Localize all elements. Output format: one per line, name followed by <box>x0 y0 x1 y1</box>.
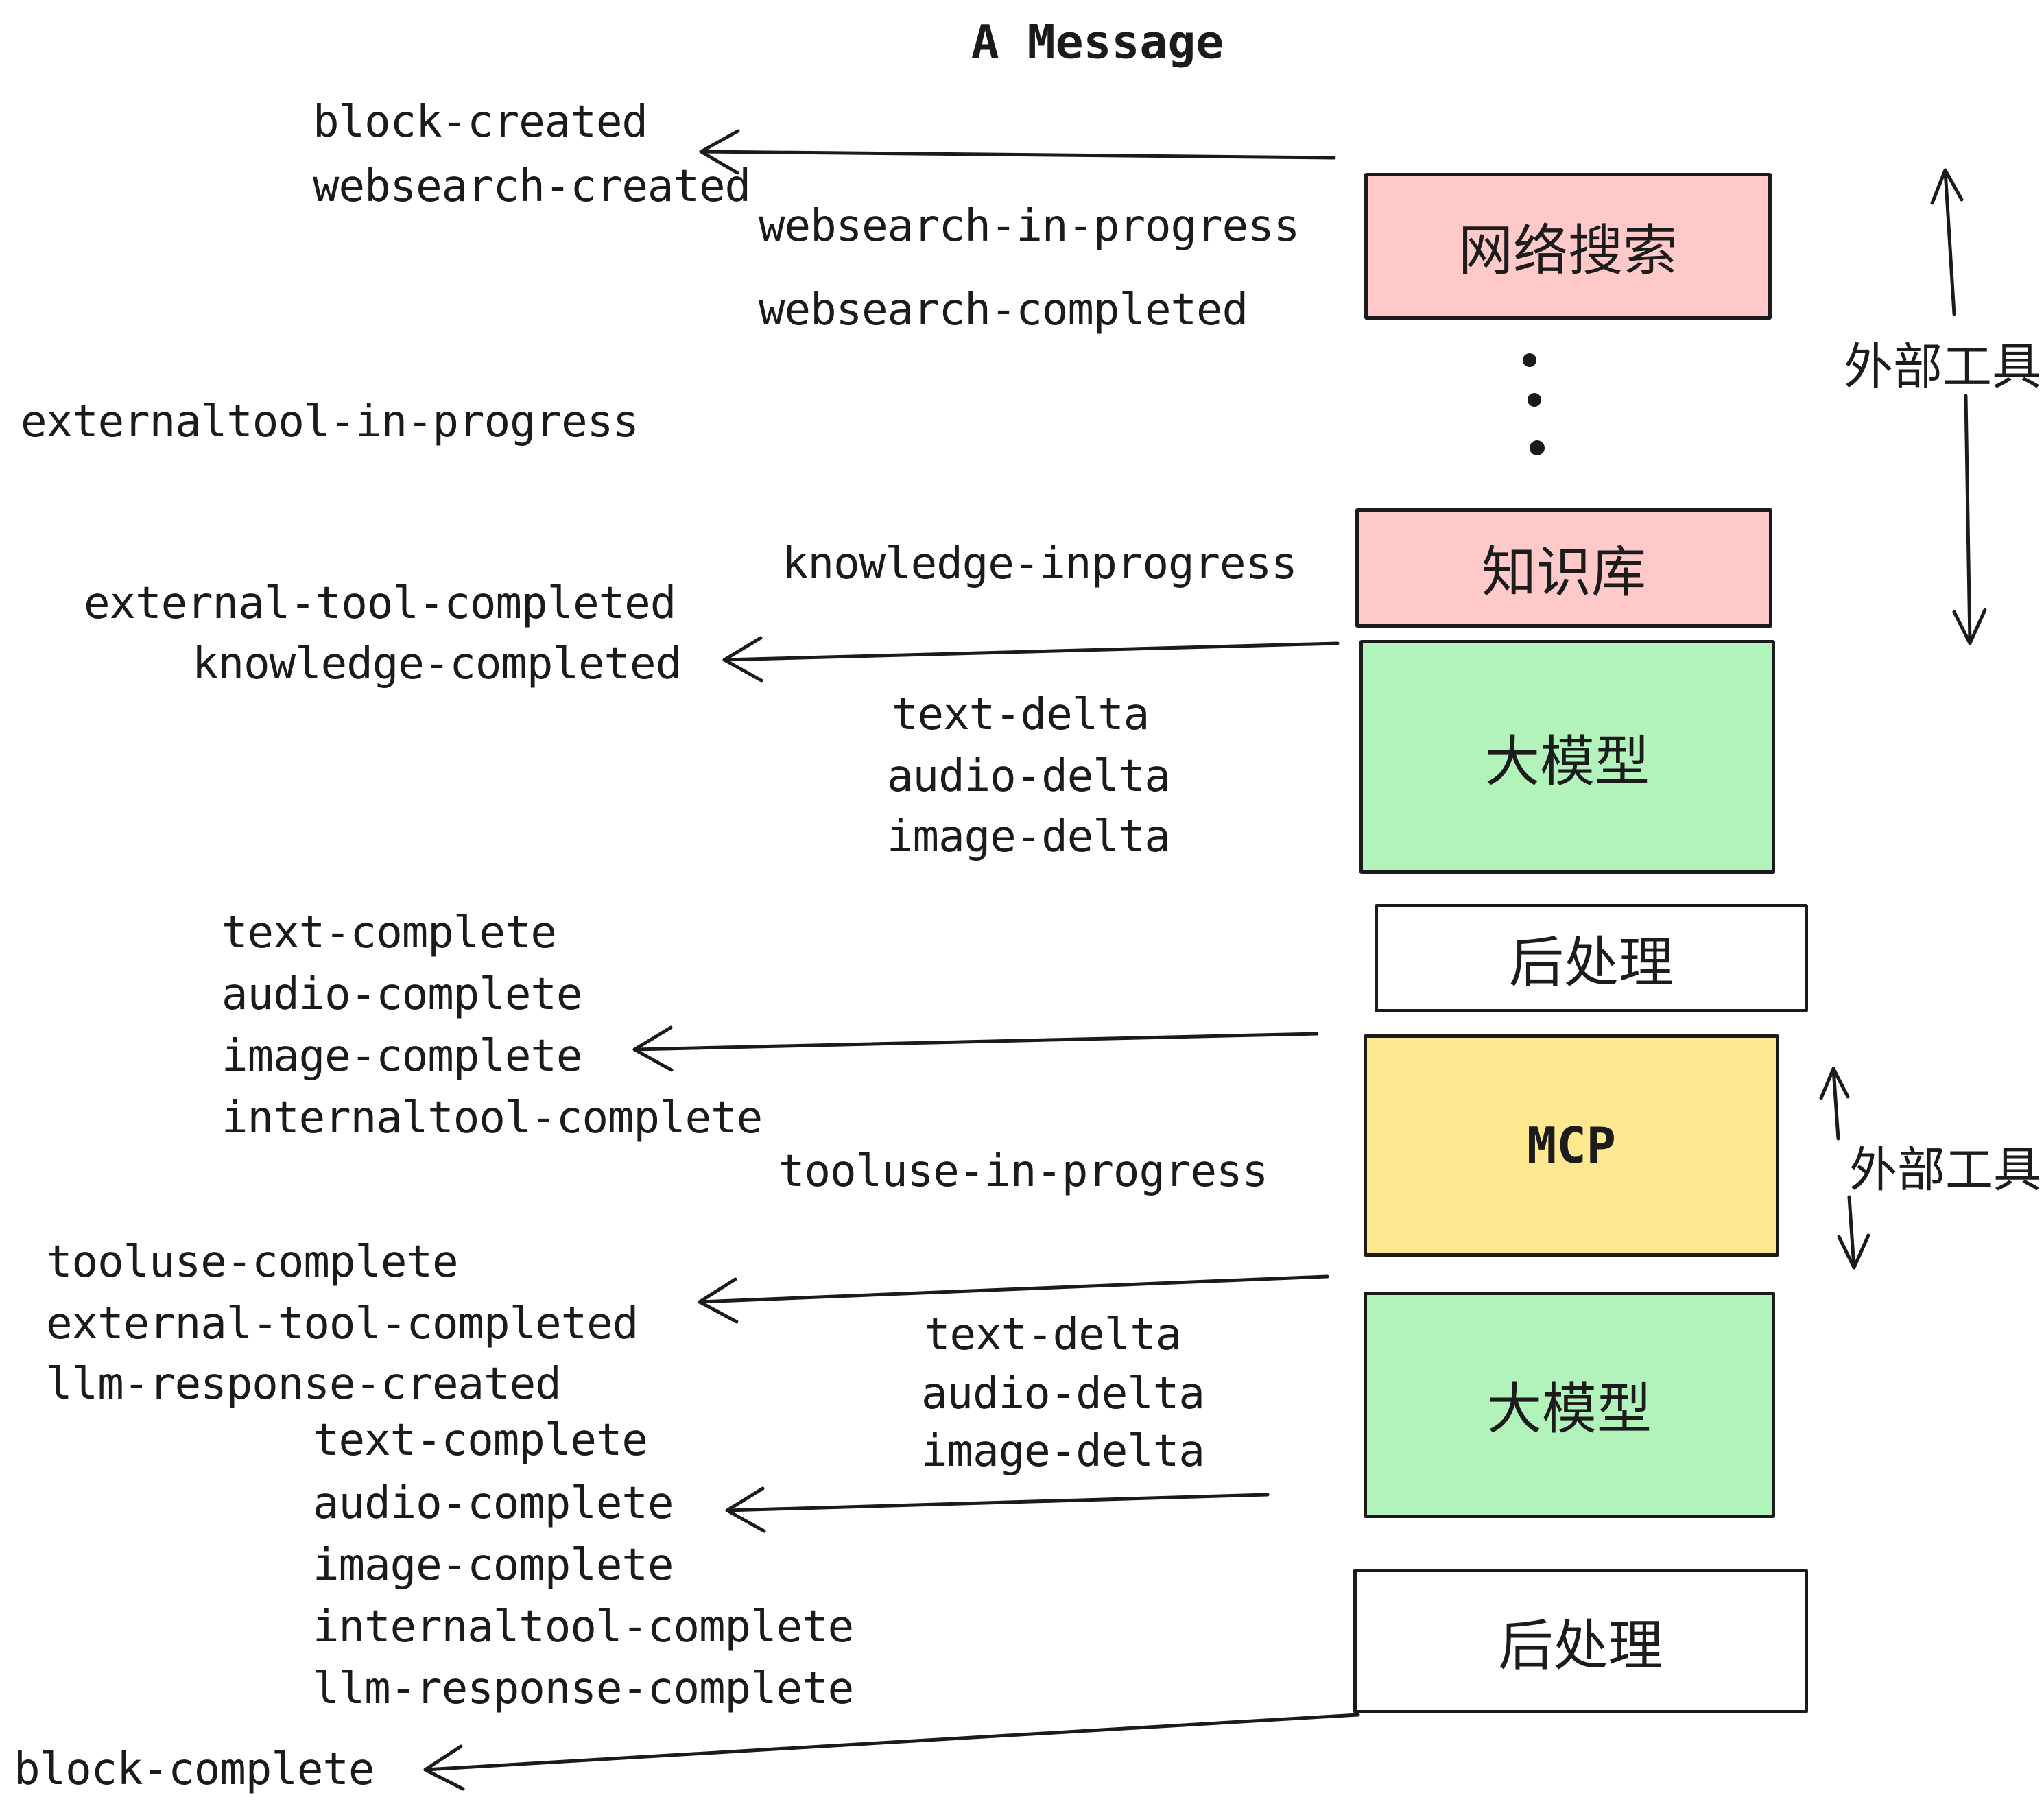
arrow-external-tools-mcp-up <box>1819 1067 1850 1141</box>
event-externaltool-in-progress: externaltool-in-progress <box>21 396 639 447</box>
arrow-external-tools-top-up <box>1930 168 1964 316</box>
box-llm-2: 大模型 <box>1364 1292 1775 1518</box>
event-audio-delta-2: audio-delta <box>921 1368 1205 1419</box>
box-mcp: MCP <box>1364 1034 1779 1257</box>
box-postprocess-1-label: 后处理 <box>1509 932 1674 993</box>
box-mcp-label: MCP <box>1526 1117 1617 1174</box>
diagram-title: A Message <box>971 15 1224 70</box>
box-websearch: 网络搜索 <box>1364 173 1772 320</box>
box-llm-1: 大模型 <box>1359 640 1775 874</box>
box-postprocess-1: 后处理 <box>1375 904 1808 1012</box>
box-knowledge: 知识库 <box>1355 508 1772 628</box>
box-websearch-label: 网络搜索 <box>1458 220 1678 281</box>
event-image-delta-1: image-delta <box>887 811 1171 862</box>
event-websearch-created: websearch-created <box>313 161 751 212</box>
event-audio-delta-1: audio-delta <box>887 751 1171 802</box>
event-audio-complete-2: audio-complete <box>313 1478 674 1529</box>
event-text-delta-1: text-delta <box>892 689 1150 740</box>
event-internaltool-complete-1: internaltool-complete <box>222 1093 763 1143</box>
arrow-external-tools-mcp-down <box>1837 1195 1870 1270</box>
arrow-llm2-to-audio-complete <box>725 1486 1270 1533</box>
box-knowledge-label: 知识库 <box>1482 542 1646 603</box>
side-label-external-tools-mcp: 外部工具 <box>1849 1143 2041 1197</box>
event-audio-complete-1: audio-complete <box>222 969 582 1020</box>
arrow-mcp-to-image-complete <box>632 1025 1319 1072</box>
arrow-postprocess2-to-block-complete <box>423 1713 1360 1791</box>
event-text-delta-2: text-delta <box>924 1309 1182 1360</box>
arrow-external-tools-top-down <box>1952 394 1987 645</box>
side-label-external-tools-top: 外部工具 <box>1843 340 2042 395</box>
event-block-created: block-created <box>313 97 648 147</box>
event-knowledge-inprogress: knowledge-inprogress <box>782 538 1298 589</box>
vertical-ellipsis-icon <box>1523 353 1545 455</box>
event-tooluse-in-progress: tooluse-in-progress <box>779 1146 1268 1197</box>
arrow-llm1-to-knowledge-completed <box>722 636 1340 683</box>
event-websearch-completed: websearch-completed <box>759 285 1248 335</box>
arrow-websearch-to-block-created <box>699 129 1336 175</box>
event-image-delta-2: image-delta <box>921 1426 1205 1477</box>
event-internaltool-complete-2: internaltool-complete <box>313 1602 854 1652</box>
box-llm-1-label: 大模型 <box>1485 731 1650 792</box>
event-knowledge-completed: knowledge-completed <box>192 639 682 689</box>
box-postprocess-2-label: 后处理 <box>1498 1615 1663 1676</box>
event-image-complete-2: image-complete <box>313 1540 674 1591</box>
event-llm-response-created: llm-response-created <box>46 1359 562 1410</box>
event-external-tool-completed: external-tool-completed <box>84 578 676 629</box>
event-websearch-in-progress: websearch-in-progress <box>759 201 1300 252</box>
event-text-complete-2: text-complete <box>313 1415 648 1466</box>
event-block-complete: block-complete <box>14 1744 375 1795</box>
box-llm-2-label: 大模型 <box>1487 1379 1652 1440</box>
event-tooluse-complete: tooluse-complete <box>46 1237 458 1287</box>
event-image-complete-1: image-complete <box>222 1031 582 1082</box>
event-llm-response-complete: llm-response-complete <box>313 1663 854 1714</box>
event-external-tool-completed-2: external-tool-completed <box>46 1298 639 1349</box>
event-text-complete-1: text-complete <box>222 907 557 958</box>
box-postprocess-2: 后处理 <box>1353 1569 1808 1713</box>
